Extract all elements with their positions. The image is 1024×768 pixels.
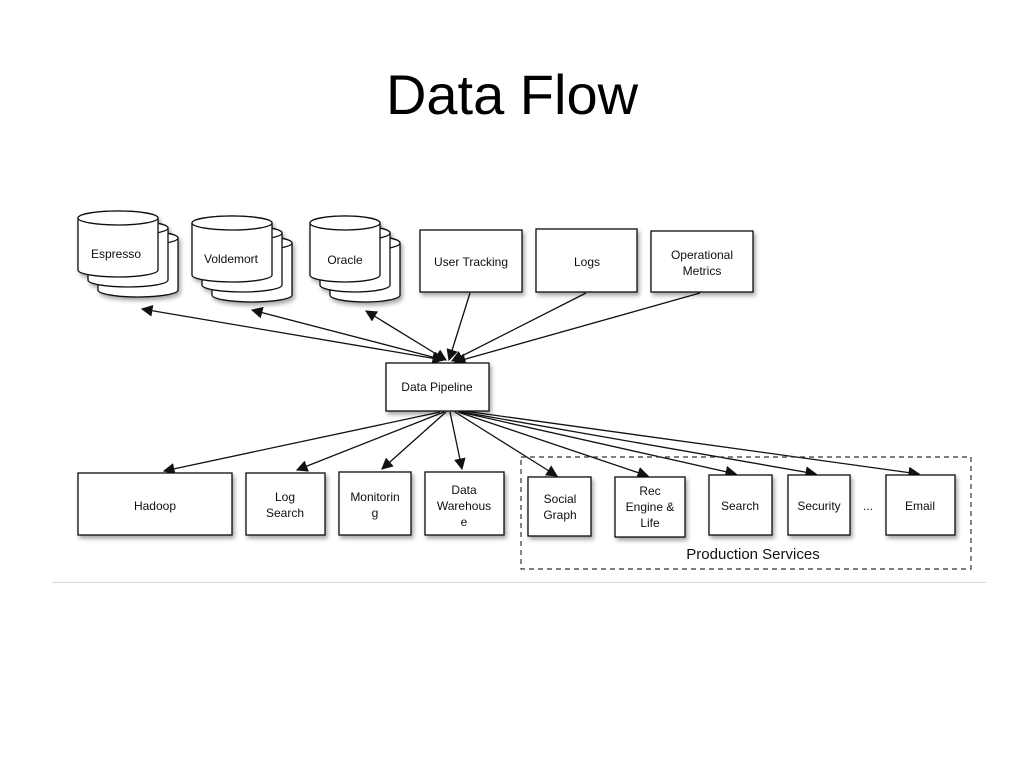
social-graph-label-line2: Graph xyxy=(543,508,576,522)
arrow-data-warehouse xyxy=(449,411,466,471)
arrow-hadoop xyxy=(162,411,441,475)
log-search-label-line1: Log xyxy=(275,490,295,504)
production-services-group xyxy=(520,456,972,570)
box-monitoring: Monitorin g xyxy=(338,471,412,536)
box-hadoop: Hadoop xyxy=(77,472,233,536)
slide-divider xyxy=(52,582,986,583)
arrow-search xyxy=(459,411,738,478)
logs-label: Logs xyxy=(574,255,600,269)
arrow-voldemort xyxy=(250,306,446,364)
arrow-monitoring xyxy=(381,411,447,470)
oracle-label: Oracle xyxy=(327,253,363,267)
user-tracking-label: User Tracking xyxy=(434,255,508,269)
operational-metrics-label-line1: Operational xyxy=(671,248,733,262)
data-warehouse-label-line3: e xyxy=(461,515,468,529)
box-email: Email xyxy=(885,474,956,536)
log-search-label-line2: Search xyxy=(266,506,304,520)
source-arrows xyxy=(140,292,701,365)
production-services-label: Production Services xyxy=(686,546,819,563)
security-label: Security xyxy=(797,499,840,513)
db-voldemort: Voldemort xyxy=(191,215,293,303)
monitoring-label-line1: Monitorin xyxy=(350,490,399,504)
box-search: Search xyxy=(708,474,773,536)
arrow-email xyxy=(463,410,921,479)
arrow-logs xyxy=(450,292,587,362)
box-data-pipeline: Data Pipeline xyxy=(385,362,490,412)
social-graph-label-line1: Social xyxy=(544,492,577,506)
arrow-security xyxy=(461,411,818,478)
hadoop-label: Hadoop xyxy=(134,499,176,513)
arrow-log-search xyxy=(295,411,445,472)
arrow-rec-engine xyxy=(457,411,650,479)
box-operational-metrics: Operational Metrics xyxy=(650,230,754,293)
box-social-graph: Social Graph xyxy=(527,476,592,537)
arrow-oracle xyxy=(365,310,447,361)
box-data-warehouse: Data Warehous e xyxy=(424,471,505,536)
voldemort-label: Voldemort xyxy=(204,252,259,266)
ellipsis-label: ... xyxy=(863,499,873,513)
arrow-espresso xyxy=(140,304,445,365)
rec-engine-label-line1: Rec xyxy=(639,484,660,498)
box-rec-engine: Rec Engine & Life xyxy=(614,476,686,538)
box-user-tracking: User Tracking xyxy=(419,229,523,293)
rec-engine-label-line2: Engine & xyxy=(626,500,675,514)
operational-metrics-label-line2: Metrics xyxy=(683,264,722,278)
db-oracle: Oracle xyxy=(309,215,401,303)
data-warehouse-label-line1: Data xyxy=(451,483,477,497)
slide-title: Data Flow xyxy=(385,63,639,126)
arrow-operational-metrics xyxy=(453,292,701,365)
box-log-search: Log Search xyxy=(245,472,326,536)
data-pipeline-label: Data Pipeline xyxy=(401,380,473,394)
arrow-user-tracking xyxy=(446,292,471,362)
rec-engine-label-line3: Life xyxy=(640,516,660,530)
arrow-social-graph xyxy=(454,411,558,477)
db-espresso: Espresso xyxy=(77,210,179,298)
consumer-arrows xyxy=(162,410,921,479)
box-logs: Logs xyxy=(535,228,638,293)
espresso-label: Espresso xyxy=(91,247,141,261)
email-label: Email xyxy=(905,499,935,513)
search-label: Search xyxy=(721,499,759,513)
box-security: Security xyxy=(787,474,851,536)
monitoring-label-line2: g xyxy=(372,506,379,520)
data-warehouse-label-line2: Warehous xyxy=(437,499,491,513)
